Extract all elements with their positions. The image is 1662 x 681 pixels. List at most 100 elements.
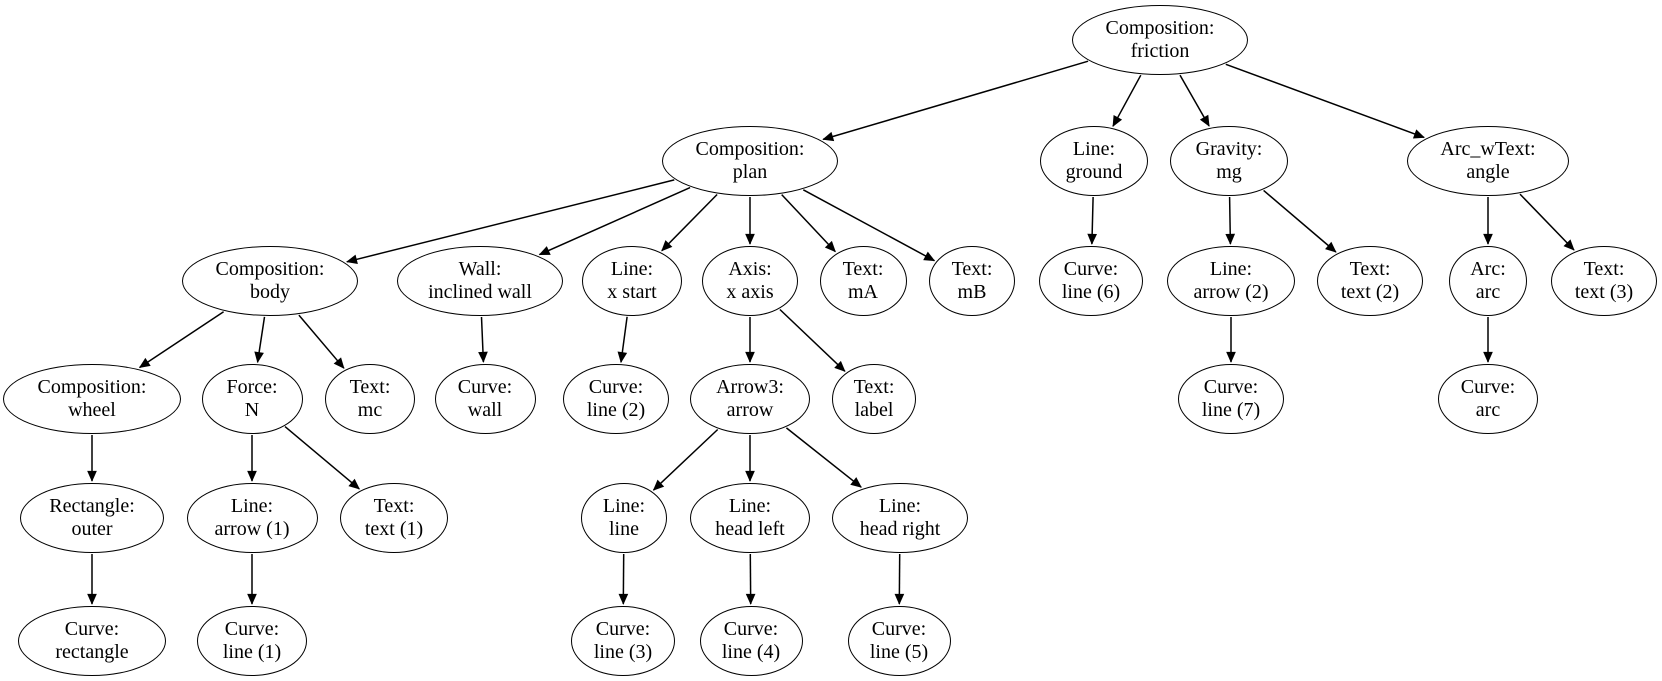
node-type-label: Arc_wText: [1440, 138, 1536, 160]
node-curve-line-4: Curve:line (4) [699, 606, 803, 676]
node-type-label: Curve: [723, 618, 779, 640]
node-name-label: arc [1475, 399, 1501, 421]
edge-arc-wtext-angle--text-text-3 [1519, 193, 1575, 251]
node-type-label: Line: [1072, 138, 1116, 160]
node-name-label: wheel [68, 399, 116, 421]
node-composition-wheel: Composition:wheel [3, 364, 181, 434]
node-text-text-3: Text:text (3) [1551, 246, 1657, 316]
edge-composition-body--composition-wheel [138, 311, 225, 369]
node-name-label: N [244, 399, 260, 421]
node-name-label: arrow [726, 399, 774, 421]
node-name-label: line [609, 518, 639, 540]
edge-composition-plan--composition-body [346, 179, 675, 265]
node-curve-line-3: Curve:line (3) [571, 606, 675, 676]
node-type-label: Text: [842, 258, 884, 280]
edge-arrow3-arrow--line-line [652, 428, 719, 491]
node-text-mc: Text:mc [325, 364, 415, 434]
node-name-label: label [854, 399, 894, 421]
node-name-label: text (1) [364, 518, 424, 540]
node-name-label: outer [71, 518, 113, 540]
node-curve-line-6: Curve:line (6) [1039, 246, 1143, 316]
node-curve-line-7: Curve:line (7) [1178, 364, 1284, 434]
node-text-text-1: Text:text (1) [340, 483, 448, 553]
node-type-label: Curve: [64, 618, 120, 640]
node-name-label: line (6) [1061, 281, 1121, 303]
node-name-label: x axis [726, 281, 774, 303]
node-composition-plan: Composition:plan [662, 126, 838, 196]
edge-wall-inclined-wall--curve-wall [478, 316, 488, 363]
node-name-label: head left [715, 518, 785, 540]
node-type-label: Line: [878, 495, 922, 517]
node-type-label: Line: [610, 258, 654, 280]
node-type-label: Wall: [458, 258, 502, 280]
node-text-label: Text:label [832, 364, 916, 434]
node-gravity-mg: Gravity:mg [1170, 126, 1288, 196]
node-type-label: Text: [349, 376, 391, 398]
node-curve-line-2: Curve:line (2) [563, 364, 669, 434]
node-name-label: friction [1130, 40, 1190, 62]
node-curve-wall: Curve:wall [434, 364, 536, 434]
node-type-label: Text: [373, 495, 415, 517]
node-name-label: line (7) [1201, 399, 1261, 421]
edge-composition-plan--wall-inclined-wall [538, 186, 691, 256]
edge-gravity-mg--line-arrow-2 [1225, 196, 1236, 245]
edge-composition-friction--gravity-mg [1179, 74, 1210, 127]
node-line-ground: Line:ground [1040, 126, 1148, 196]
node-type-label: Force: [226, 376, 278, 398]
edge-composition-friction--line-ground [1112, 74, 1142, 127]
node-type-label: Rectangle: [49, 495, 135, 517]
node-name-label: text (2) [1340, 281, 1400, 303]
node-wall-inclined-wall: Wall:inclined wall [397, 246, 563, 316]
node-curve-rectangle: Curve:rectangle [18, 606, 166, 676]
node-name-label: inclined wall [428, 281, 532, 303]
edges-group [87, 60, 1575, 605]
node-line-x-start: Line:x start [582, 246, 682, 316]
node-arc-wtext-angle: Arc_wText:angle [1407, 126, 1569, 196]
node-name-label: mB [957, 281, 987, 303]
node-name-label: arrow (1) [214, 518, 290, 540]
node-type-label: Curve: [1460, 376, 1516, 398]
edge-line-ground--curve-line-6 [1087, 196, 1097, 245]
edge-composition-plan--text-ma [781, 194, 836, 253]
node-line-line: Line:line [581, 483, 667, 553]
node-name-label: arc [1475, 281, 1501, 303]
node-type-label: Line: [602, 495, 646, 517]
node-name-label: ground [1065, 161, 1123, 183]
node-name-label: line (2) [586, 399, 646, 421]
node-type-label: Curve: [588, 376, 644, 398]
node-name-label: wall [467, 399, 503, 421]
node-name-label: angle [1466, 161, 1510, 183]
node-name-label: line (1) [222, 641, 282, 663]
node-type-label: Line: [1209, 258, 1253, 280]
node-composition-body: Composition:body [182, 246, 358, 316]
node-text-text-2: Text:text (2) [1317, 246, 1423, 316]
node-name-label: x start [607, 281, 657, 303]
node-curve-line-5: Curve:line (5) [847, 606, 951, 676]
node-arc-arc: Arc:arc [1449, 246, 1527, 316]
node-type-label: Arrow3: [716, 376, 784, 398]
node-line-head-right: Line:head right [832, 483, 968, 553]
node-composition-friction: Composition:friction [1072, 5, 1248, 75]
node-name-label: text (3) [1574, 281, 1634, 303]
node-name-label: body [250, 281, 290, 303]
edge-composition-body--force-n [254, 316, 266, 364]
node-text-ma: Text:mA [819, 246, 907, 316]
edge-composition-friction--composition-plan [822, 60, 1089, 142]
node-line-head-left: Line:head left [690, 483, 810, 553]
node-text-mb: Text:mB [929, 246, 1015, 316]
node-type-label: Gravity: [1195, 138, 1263, 160]
node-name-label: mA [848, 281, 878, 303]
node-name-label: head right [859, 518, 941, 540]
node-force-n: Force:N [201, 364, 303, 434]
node-type-label: Axis: [728, 258, 772, 280]
node-name-label: plan [732, 161, 768, 183]
node-type-label: Composition: [695, 138, 805, 160]
node-type-label: Curve: [457, 376, 513, 398]
edge-composition-plan--text-mb [802, 189, 936, 262]
node-type-label: Text: [853, 376, 895, 398]
edge-arrow3-arrow--line-head-right [785, 427, 862, 488]
node-type-label: Curve: [1063, 258, 1119, 280]
node-name-label: rectangle [55, 641, 129, 663]
node-type-label: Curve: [871, 618, 927, 640]
